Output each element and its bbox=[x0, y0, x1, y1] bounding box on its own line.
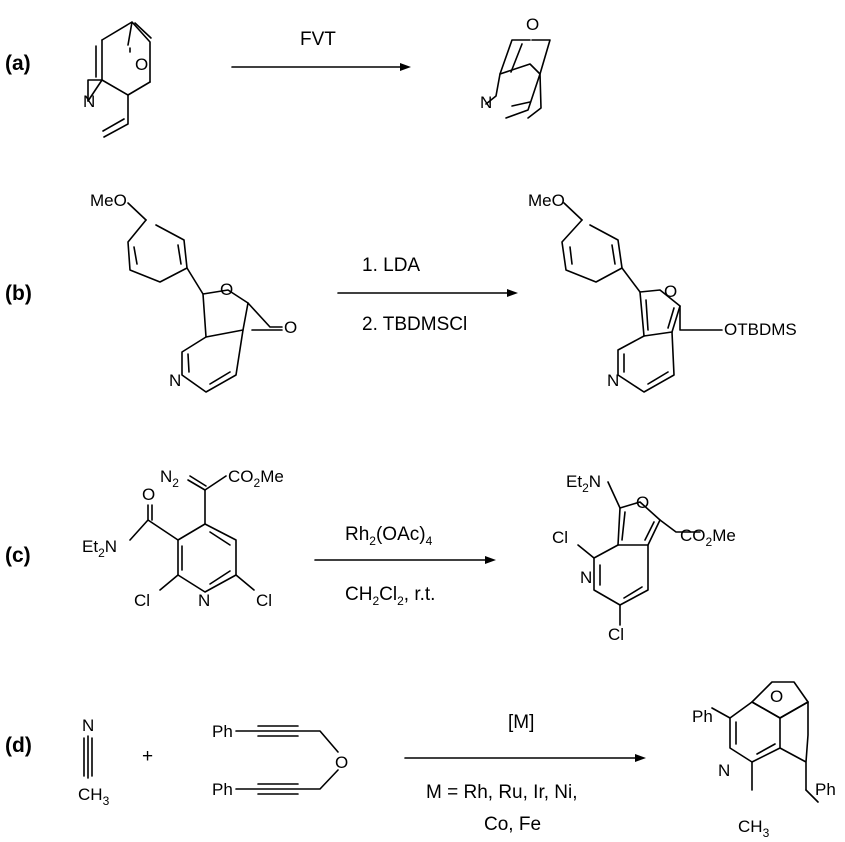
panel-label-b: (b) bbox=[5, 282, 32, 305]
atom-n-b2: N bbox=[607, 371, 619, 390]
conditions-c-top: Rh2(OAc)4 bbox=[345, 524, 433, 548]
atom-n-c2: N bbox=[580, 568, 592, 587]
conditions-c-bottom: CH2Cl2, r.t. bbox=[345, 584, 435, 608]
conditions-d-top: [M] bbox=[508, 712, 534, 733]
atom-ph-d1: Ph bbox=[212, 722, 233, 741]
atom-cl-c3: Cl bbox=[552, 528, 568, 547]
atom-n-a1: N bbox=[83, 92, 95, 111]
panel-label-d: (d) bbox=[5, 734, 32, 757]
product-c bbox=[577, 481, 701, 626]
panel-label-a: (a) bbox=[5, 52, 31, 75]
diyne-ether bbox=[235, 725, 339, 795]
panel-label-c: (c) bbox=[5, 544, 31, 567]
atom-otbdms: OTBDMS bbox=[724, 320, 797, 339]
atom-o-b3: O bbox=[664, 282, 677, 301]
conditions-a: FVT bbox=[300, 29, 336, 50]
atom-meo-b1: MeO bbox=[90, 191, 127, 210]
conditions-d-bottom-2: Co, Fe bbox=[484, 814, 541, 835]
conditions-b-top: 1. LDA bbox=[362, 255, 420, 276]
atom-meo-b2: MeO bbox=[528, 191, 565, 210]
atom-co2me-c2: CO2Me bbox=[680, 526, 736, 549]
atom-ch3-d2: CH3 bbox=[738, 817, 770, 840]
reactant-b bbox=[127, 202, 283, 393]
atom-ph-d3: Ph bbox=[692, 707, 713, 726]
atom-n-d1: N bbox=[82, 716, 94, 735]
product-a bbox=[485, 39, 551, 119]
arrow-d-head bbox=[635, 754, 646, 762]
atom-ph-d4: Ph bbox=[815, 780, 836, 799]
atom-n-b1: N bbox=[169, 371, 181, 390]
reactant-c: N2 CO2Me bbox=[129, 467, 284, 593]
atom-ph-d2: Ph bbox=[212, 780, 233, 799]
arrow-b-head bbox=[507, 289, 518, 297]
atom-o-d1: O bbox=[335, 753, 348, 772]
atom-net2-c1: Et2N bbox=[82, 537, 117, 560]
atom-o-b1: O bbox=[220, 280, 233, 299]
atom-co2me-c1: CO2Me bbox=[228, 467, 284, 490]
atom-cl-c2: Cl bbox=[256, 591, 272, 610]
atom-o-a1: O bbox=[135, 55, 148, 74]
atom-n-a2: N bbox=[480, 93, 492, 112]
reactant-a bbox=[87, 21, 152, 138]
atom-o-c1: O bbox=[142, 485, 155, 504]
product-d bbox=[711, 681, 819, 803]
plus-sign: + bbox=[142, 746, 153, 767]
atom-o-d2: O bbox=[770, 687, 783, 706]
atom-ch3-d1: CH3 bbox=[78, 785, 110, 808]
atom-n-c1: N bbox=[198, 591, 210, 610]
conditions-d-bottom: M = Rh, Ru, Ir, Ni, bbox=[426, 782, 578, 803]
atom-n2: N2 bbox=[160, 467, 179, 490]
arrow-a-head bbox=[400, 63, 411, 71]
atom-o-b2: O bbox=[284, 318, 297, 337]
atom-o-a2: O bbox=[526, 15, 539, 34]
atom-cl-c4: Cl bbox=[608, 625, 624, 644]
atom-net2-c2: Et2N bbox=[566, 472, 601, 495]
acetonitrile bbox=[83, 735, 93, 779]
atom-cl-c1: Cl bbox=[134, 591, 150, 610]
conditions-b-bottom: 2. TBDMSCl bbox=[362, 314, 467, 335]
atom-n-d2: N bbox=[718, 761, 730, 780]
arrow-c-head bbox=[485, 556, 496, 564]
atom-o-c2: O bbox=[636, 493, 649, 512]
product-b bbox=[561, 202, 723, 393]
